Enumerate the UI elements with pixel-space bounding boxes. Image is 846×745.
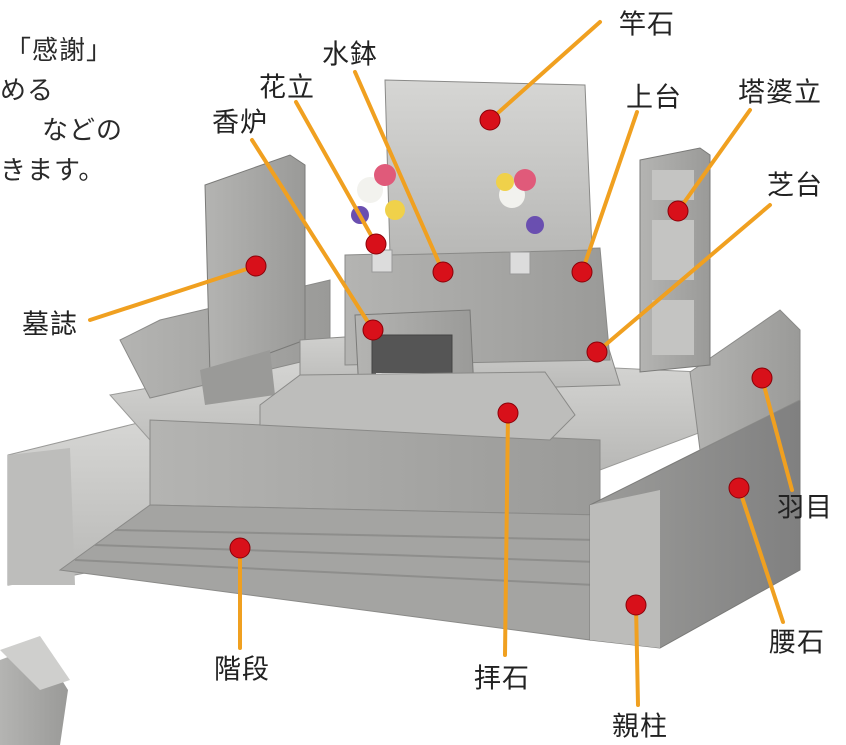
marker-oyabashira bbox=[625, 594, 647, 616]
intro-text-line-1: 「感謝」 bbox=[5, 36, 114, 66]
marker-saoishi bbox=[479, 109, 501, 131]
flower-left-2 bbox=[374, 164, 396, 186]
marker-dots bbox=[229, 109, 773, 616]
flower-left-1 bbox=[357, 177, 383, 203]
label-toubadate: 塔婆立 bbox=[738, 77, 822, 109]
label-koshiishi: 腰石 bbox=[769, 627, 825, 659]
toubadate-slot-3 bbox=[652, 300, 694, 355]
leader-lines bbox=[88, 20, 794, 707]
label-kaidan: 階段 bbox=[214, 654, 270, 686]
stair-line-2 bbox=[94, 544, 598, 563]
stone-fragment-top bbox=[0, 636, 70, 690]
label-joudai: 上台 bbox=[626, 82, 682, 114]
leader-line-hanatate bbox=[294, 100, 378, 246]
marker-hame bbox=[751, 367, 773, 389]
label-oyabashira: 親柱 bbox=[612, 711, 668, 743]
left-front-block-face bbox=[8, 448, 75, 585]
vase-right bbox=[509, 251, 531, 275]
leader-line-toubadate bbox=[676, 108, 752, 213]
flower-left-3 bbox=[385, 200, 405, 220]
leader-line-hame bbox=[760, 376, 794, 492]
stair-line-3 bbox=[114, 529, 599, 541]
toubadate-slot-2 bbox=[652, 220, 694, 280]
leader-line-mizubachi bbox=[353, 70, 445, 274]
haiseki-slab bbox=[259, 371, 576, 441]
marker-mizubachi bbox=[432, 261, 454, 283]
leader-line-boshi bbox=[88, 264, 258, 322]
leader-line-kouro bbox=[250, 138, 375, 332]
marker-toubadate bbox=[667, 200, 689, 222]
leader-line-haiseki bbox=[503, 411, 510, 657]
marker-joudai bbox=[571, 261, 593, 283]
marker-hanatate bbox=[365, 233, 387, 255]
intro-text-line-2: める bbox=[0, 76, 55, 106]
stair-line-1 bbox=[74, 559, 596, 586]
label-shibadai: 芝台 bbox=[767, 170, 823, 202]
intro-text-line-4: きます。 bbox=[0, 156, 106, 186]
marker-shibadai bbox=[586, 341, 608, 363]
right-side-wall bbox=[689, 309, 801, 451]
label-hanatate: 花立 bbox=[259, 72, 315, 104]
label-haiseki: 拝石 bbox=[474, 663, 530, 695]
flower-right-4 bbox=[526, 216, 544, 234]
label-mizubachi: 水鉢 bbox=[322, 39, 378, 71]
marker-boshi bbox=[245, 255, 267, 277]
leader-line-oyabashira bbox=[634, 603, 640, 707]
marker-koshiishi bbox=[728, 477, 750, 499]
label-saoishi: 竿石 bbox=[619, 9, 675, 41]
flower-right-2 bbox=[514, 169, 536, 191]
marker-kouro bbox=[362, 319, 384, 341]
intro-text-line-3: などの bbox=[42, 116, 124, 146]
label-kouro: 香炉 bbox=[212, 107, 268, 139]
leader-line-koshiishi bbox=[737, 486, 785, 624]
boshi-base bbox=[200, 350, 275, 405]
marker-haiseki bbox=[497, 402, 519, 424]
saoishi-block bbox=[384, 79, 593, 256]
leader-line-joudai bbox=[580, 110, 639, 274]
leader-line-shibadai bbox=[595, 203, 772, 354]
flower-right-3 bbox=[496, 173, 514, 191]
marker-kaidan bbox=[229, 537, 251, 559]
label-hame: 羽目 bbox=[777, 492, 833, 524]
leader-line-saoishi bbox=[488, 20, 602, 122]
label-boshi: 墓誌 bbox=[22, 309, 78, 341]
right-front-block-face bbox=[590, 490, 660, 648]
